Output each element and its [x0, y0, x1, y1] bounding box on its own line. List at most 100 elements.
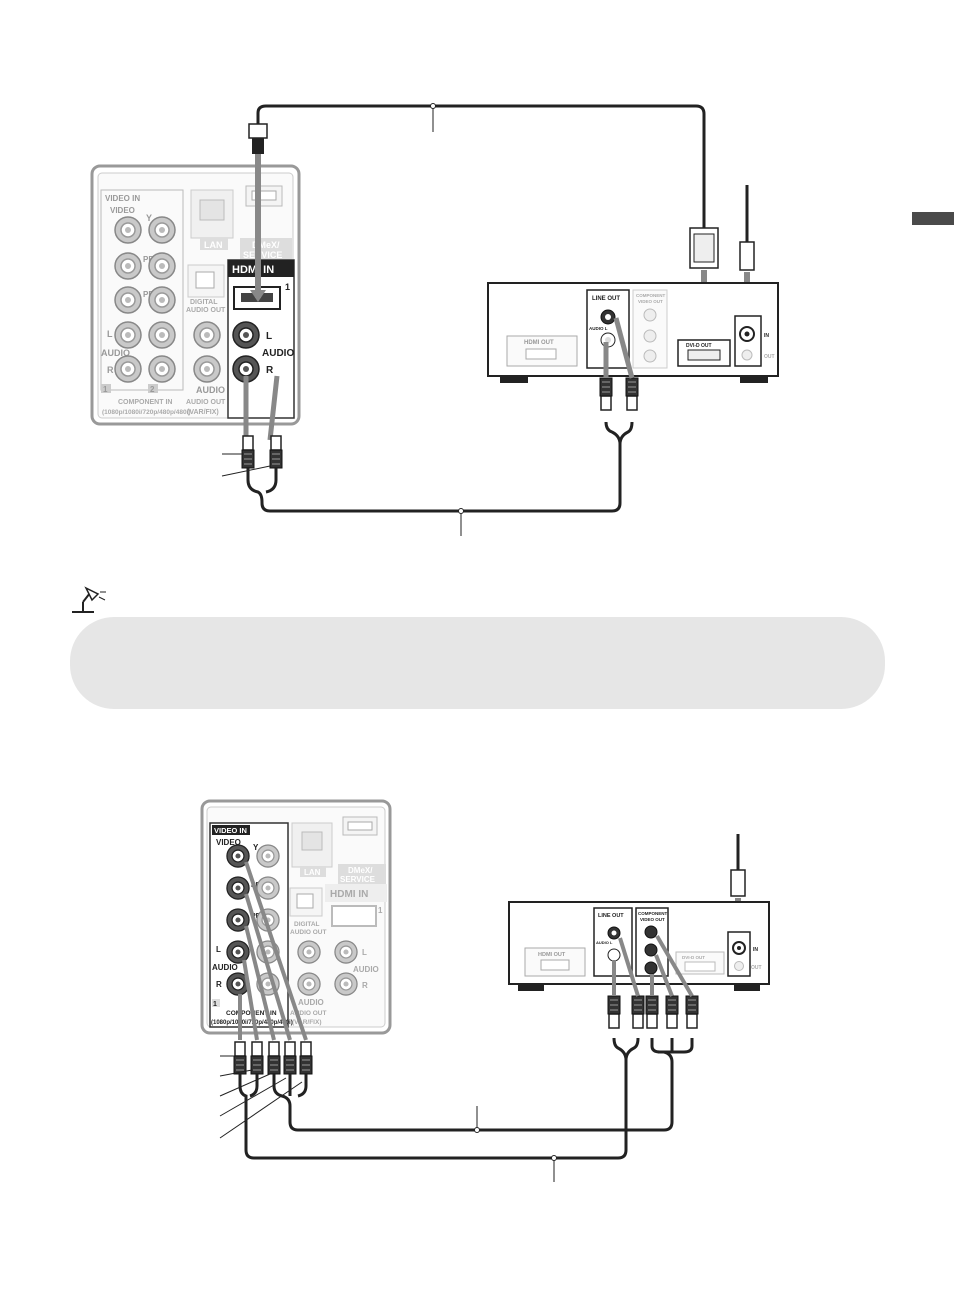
- lan-port-2: [301, 831, 323, 851]
- lan-label: LAN: [204, 240, 223, 250]
- hdmi-audio-l-2: L: [362, 948, 367, 957]
- audio-cable-split: [618, 421, 634, 445]
- component-out-label-2: VIDEO OUT: [638, 299, 663, 304]
- antenna-in-center-2: [737, 946, 741, 950]
- antenna-out-port-2: [734, 961, 744, 971]
- component-in-formats-2: (1080p/1080i/720p/480p/480i): [211, 1020, 293, 1026]
- component-out-label-1: COMPONENT: [636, 293, 666, 298]
- hdmi-out-port-2: [540, 959, 570, 971]
- device-foot: [740, 376, 768, 383]
- r-label-2: R: [216, 980, 222, 989]
- digital-audio-out-1-2: DIGITAL: [294, 921, 320, 928]
- video-in-box: [100, 189, 184, 391]
- line-out-l-center: [605, 314, 611, 320]
- dvi-plug-inner: [693, 233, 715, 263]
- usb-slot: [251, 190, 277, 201]
- hdmi-num: 1: [285, 282, 290, 292]
- callout-line: [219, 1069, 253, 1077]
- audio-out-2-2: (VAR/FIX): [292, 1019, 322, 1026]
- usb-slot-2: [347, 821, 373, 831]
- num1-label-2: 1: [213, 1001, 217, 1008]
- device-foot-2: [518, 984, 544, 991]
- callout-dot: [458, 508, 464, 514]
- component-jack: [643, 329, 657, 343]
- lan-port: [199, 199, 225, 221]
- hdmi-audio-r-2: R: [362, 981, 368, 990]
- component-jack: [643, 349, 657, 363]
- pr-label: PR: [143, 290, 154, 299]
- arrow-to-device: [655, 934, 694, 998]
- tip-box: [70, 617, 885, 709]
- arrow-to-device: [654, 954, 674, 997]
- hdmi-plug-head: [248, 123, 268, 139]
- callout-dot: [474, 1127, 480, 1133]
- dmex-label-1: DMeX/: [252, 240, 280, 250]
- audio-arrow-r: [267, 375, 280, 441]
- component-jack: [643, 308, 657, 322]
- dvi-out-port-2: [684, 961, 716, 972]
- component-in-label: COMPONENT IN: [118, 399, 172, 406]
- audio-out-audio: AUDIO: [196, 385, 225, 395]
- audio-out-audio-2: AUDIO: [298, 998, 324, 1007]
- video-label: VIDEO: [110, 206, 135, 215]
- audio-cable-split-2: [624, 1037, 640, 1061]
- callout-dot: [430, 103, 436, 109]
- arrow-to-device: [618, 937, 640, 997]
- digital-audio-out-2: AUDIO OUT: [186, 307, 226, 314]
- antenna-plug-2: [730, 869, 746, 897]
- audio-out-2: (VAR/FIX): [187, 409, 219, 416]
- dvi-out-port: [687, 349, 721, 361]
- num-badge: [148, 384, 158, 393]
- hdmi-in-header-2: [325, 884, 387, 902]
- tv-panel-frame: [90, 164, 301, 426]
- video-in-label-2: VIDEO IN: [214, 826, 247, 835]
- antenna-in-label-2: IN: [753, 947, 758, 953]
- component-out-jack: [644, 925, 658, 939]
- dvi-out-label-2: DVI-D OUT: [682, 955, 705, 960]
- tv-panel-frame-2: [200, 799, 392, 1035]
- line-out-l-center-2: [611, 930, 617, 936]
- antenna-in-center: [744, 331, 750, 337]
- optical-slot-2: [296, 893, 314, 909]
- num1-label: 1: [103, 385, 108, 394]
- audio-cable-split-2: [249, 1074, 259, 1098]
- hdmi-out-label-2: HDMI OUT: [538, 952, 566, 958]
- component-out-label-2-2: VIDEO OUT: [640, 917, 665, 922]
- hdmi-audio-label: AUDIO: [262, 348, 294, 359]
- diagram-bottom: VIDEO IN VIDEO Y PB PR L AUDIO R 1 COMPO…: [200, 799, 770, 1182]
- dmex-label-1-2: DMeX/: [348, 866, 373, 875]
- line-out-r-center: [605, 337, 611, 343]
- hdmi-audio-l: L: [266, 331, 272, 342]
- callout-line: [221, 465, 271, 477]
- tip-lamp-icon: [72, 586, 106, 613]
- diagram-top: VIDEO IN VIDEO Y PB PR L AUDIO R 1 2 COM…: [90, 103, 779, 536]
- video-label-2: VIDEO: [216, 838, 241, 847]
- hdmi-in-label: HDMI IN: [232, 264, 274, 276]
- device-foot: [500, 376, 528, 383]
- lan-label-bg: [200, 238, 228, 250]
- antenna-out-port: [741, 349, 753, 361]
- hdmi-in-label-2: HDMI IN: [330, 889, 368, 900]
- pb-label: PB: [143, 255, 154, 264]
- antenna-in-label: IN: [764, 333, 769, 339]
- callout-dot: [551, 1155, 557, 1161]
- r-label: R: [107, 365, 114, 375]
- pr-label-2: PR: [251, 913, 261, 920]
- video-in-header-2: [212, 825, 250, 835]
- y-label: Y: [146, 213, 152, 223]
- line-out-r-2: [607, 948, 621, 962]
- hdmi-plug-body: [252, 138, 264, 154]
- audio-out-1-2: AUDIO OUT: [290, 1010, 327, 1017]
- device-audio-label: AUDIO L: [589, 326, 608, 331]
- antenna-plug: [739, 241, 755, 271]
- arrow-to-tv: [244, 861, 308, 1041]
- y-label-2: Y: [253, 843, 259, 852]
- callout-line: [219, 1081, 303, 1139]
- dvi-out-label: DVI-D OUT: [686, 343, 712, 349]
- digital-audio-out-1: DIGITAL: [190, 299, 218, 306]
- arrow-to-tv: [244, 893, 292, 1041]
- audio-label: AUDIO: [101, 348, 130, 358]
- audio-cable-split: [265, 468, 278, 494]
- section-tab: [912, 212, 954, 225]
